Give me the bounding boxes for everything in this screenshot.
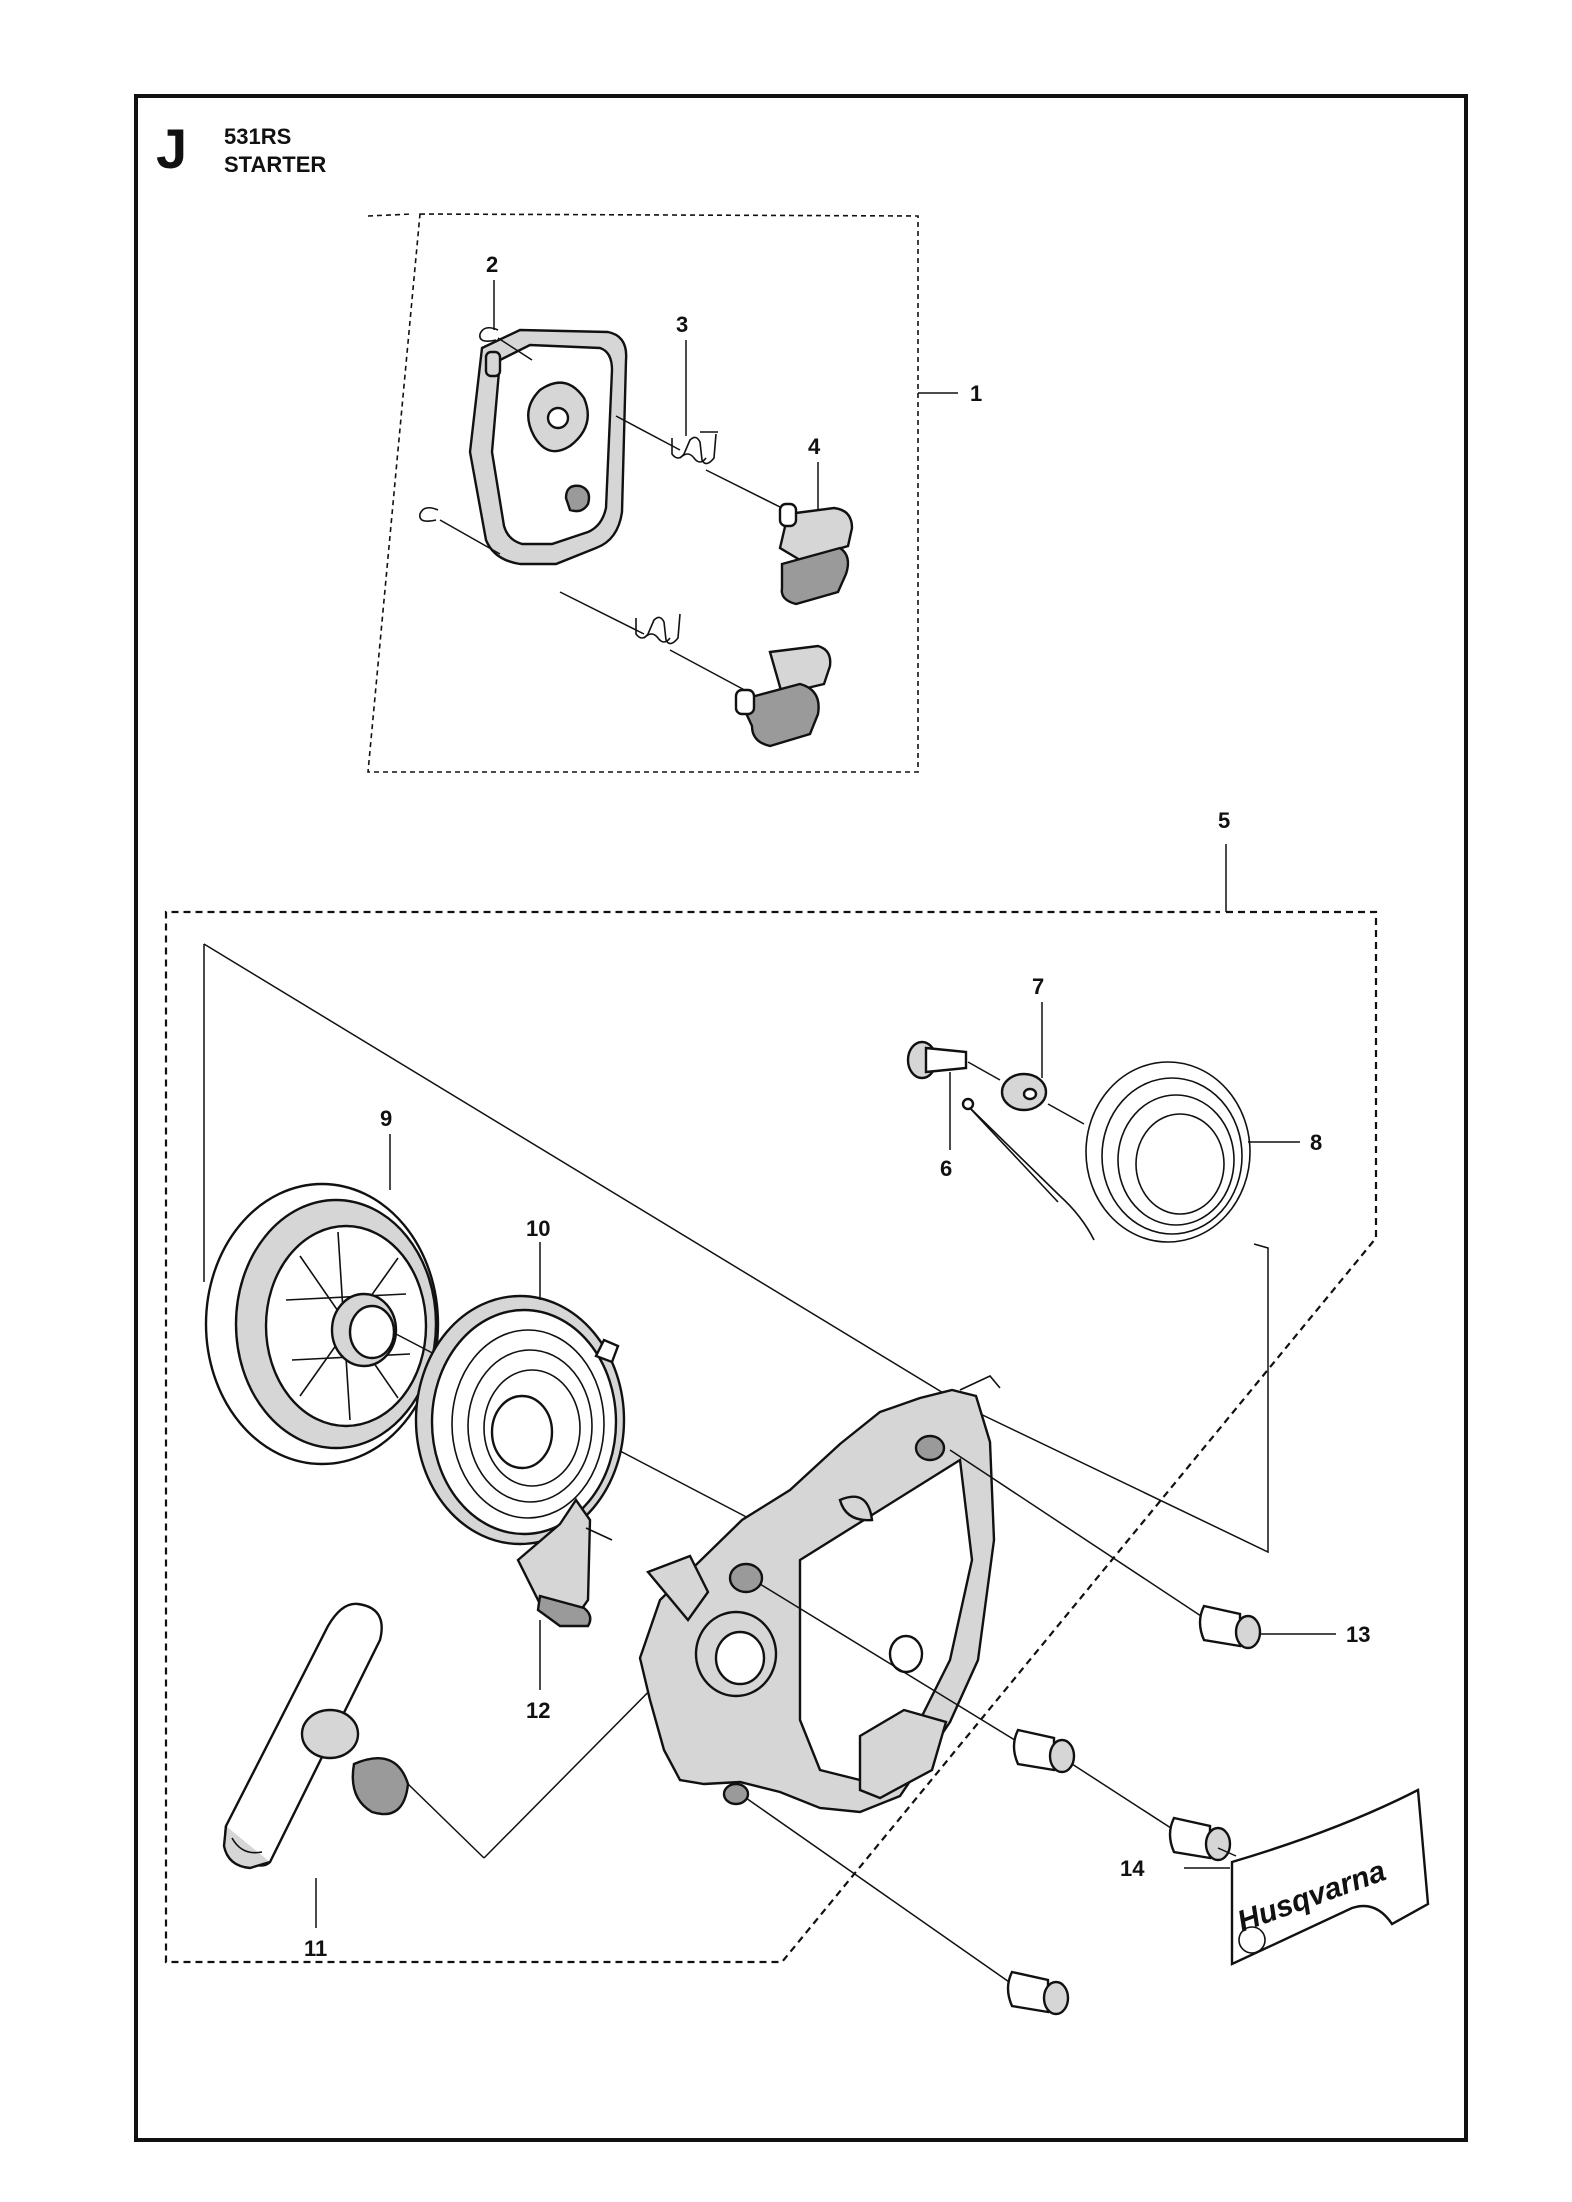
- group-5-boundary: [164, 910, 1378, 1964]
- pawl-guide-upper: [705, 469, 791, 513]
- section-title: STARTER: [224, 152, 326, 177]
- pawl-spring-lower: [635, 613, 681, 645]
- handle-guide: [407, 1783, 485, 1859]
- bolt-lower-right: [1168, 1816, 1232, 1862]
- bolt-middle: [1012, 1728, 1076, 1774]
- group-1-boundary: [367, 213, 919, 773]
- e-clip-lower: [419, 506, 439, 522]
- pulley-9: [204, 1182, 440, 1466]
- callout-1: 1: [970, 381, 982, 406]
- starter-handle-11: [222, 1602, 410, 1870]
- group-1-pawl-carrier: 1 2 3 4: [367, 213, 982, 773]
- bolt-guide-a: [759, 1583, 1019, 1743]
- callout-4: 4: [808, 434, 821, 459]
- callout-12: 12: [526, 1698, 550, 1723]
- bolt-guide-b: [1071, 1763, 1175, 1831]
- group-5-starter-assembly: 5 6 7 8: [164, 808, 1378, 2016]
- decal-shape: [1230, 1788, 1430, 1966]
- callout-3: 3: [676, 312, 688, 337]
- bolt-bottom: [1006, 1970, 1070, 2016]
- callout-8: 8: [1310, 1130, 1322, 1155]
- callout-5: 5: [1218, 808, 1230, 833]
- washer-guide: [1047, 1103, 1085, 1125]
- callout-10: 10: [526, 1216, 550, 1241]
- pawl-spring-upper: [671, 431, 718, 465]
- callout-6: 6: [940, 1156, 952, 1181]
- brand-logo-icon: [1238, 1926, 1266, 1954]
- bolt-13: [1198, 1604, 1262, 1650]
- clip-upper-guide: [497, 337, 533, 361]
- callout-14: 14: [1120, 1856, 1145, 1881]
- assembly-guide-lines: [203, 943, 1269, 1554]
- pawl-guide-lower: [669, 649, 753, 695]
- decal-guide: [1217, 1847, 1237, 1857]
- decal-14: Husqvarna: [1230, 1788, 1430, 1966]
- washer-7: [1000, 1072, 1048, 1112]
- callout-9: 9: [380, 1106, 392, 1131]
- callout-2: 2: [486, 252, 498, 277]
- callout-7: 7: [1032, 974, 1044, 999]
- bolt-guide-c: [745, 1797, 1013, 1985]
- starter-housing: [638, 1375, 1001, 1814]
- pawl-carrier-plate: [468, 328, 628, 566]
- e-clip-upper: [479, 326, 499, 342]
- pawl-lower: [734, 644, 832, 748]
- starter-pawl-12: [516, 1497, 613, 1628]
- spring-guide-upper: [615, 415, 681, 451]
- model-number: 531RS: [224, 124, 291, 149]
- screw-guide: [967, 1061, 1001, 1081]
- page-frame: [134, 94, 1468, 2142]
- pawl-upper: [778, 502, 854, 606]
- callout-13: 13: [1346, 1622, 1370, 1647]
- callout-11: 11: [304, 1936, 327, 1961]
- clip-lower-guide: [439, 519, 501, 555]
- spring-guide-lower: [559, 591, 645, 635]
- spring-cassette-10: [414, 1294, 626, 1546]
- recoil-spring-8: [961, 1061, 1251, 1243]
- section-letter: J: [156, 117, 187, 180]
- bolt-guide-13: [949, 1449, 1205, 1619]
- screw-6: [906, 1040, 968, 1080]
